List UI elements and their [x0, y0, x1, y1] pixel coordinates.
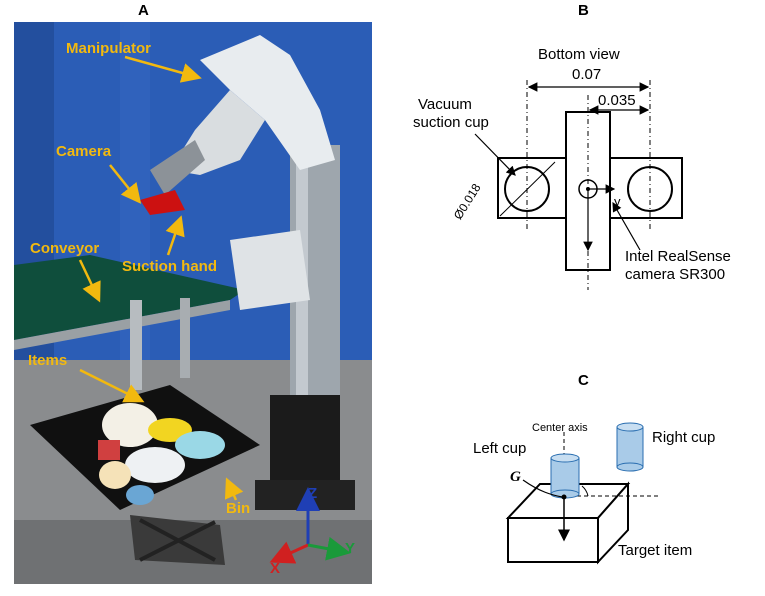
label-bin: Bin — [226, 500, 251, 517]
label-camera: Camera — [56, 143, 112, 160]
target-item-side — [597, 481, 629, 565]
axis-label-x: X — [270, 560, 281, 577]
label-items: Items — [28, 352, 68, 369]
items-arrow — [79, 368, 145, 403]
item — [102, 403, 158, 447]
conveyor-arrow — [78, 259, 101, 303]
vacuum-cup-label-2: suction cup — [413, 114, 489, 131]
camera-label-1: Intel RealSense — [625, 248, 731, 265]
y-axis-arrow — [307, 536, 351, 561]
label-manipulator: Manipulator — [66, 40, 151, 57]
label-conveyor: Conveyor — [30, 240, 100, 257]
diameter-line — [499, 161, 556, 217]
cup-callout-arrow — [474, 133, 516, 176]
suction-hand-arrow — [165, 215, 185, 256]
axis-y-label: y — [614, 194, 621, 209]
x-axis-arrow — [269, 541, 309, 564]
camera-arrow — [109, 164, 142, 204]
bin-arrow — [224, 477, 244, 501]
g-label: G — [510, 469, 521, 485]
axis-label-z: Z — [308, 485, 318, 502]
label-suction-hand: Suction hand — [122, 258, 217, 275]
theta-arc — [581, 485, 589, 497]
panel-letter-b: B — [578, 2, 589, 19]
camera-callout-arrow — [612, 201, 641, 251]
camera-label-2: camera SR300 — [625, 266, 726, 283]
conveyor-belt — [14, 255, 245, 340]
target-item-label: Target item — [618, 542, 693, 559]
left-cup-label: Left cup — [473, 440, 527, 457]
axis-label-y: Y — [345, 540, 356, 557]
left-cup — [550, 453, 580, 499]
bin — [30, 385, 260, 510]
vacuum-cup-label-1: Vacuum — [418, 96, 472, 113]
target-item-front — [507, 517, 599, 563]
manipulator-arrow — [124, 55, 202, 83]
dim-half: 0.035 — [598, 92, 636, 109]
panel-letter-a: A — [138, 2, 149, 19]
g-curve — [522, 479, 563, 498]
panel-letter-c: C — [578, 372, 589, 389]
dim-total: 0.07 — [572, 66, 602, 83]
right-cup — [616, 422, 644, 472]
suction-hand — [140, 190, 185, 215]
bottom-view-title: Bottom view — [538, 46, 620, 63]
right-cup-label: Right cup — [652, 429, 716, 446]
robot-arm — [200, 35, 335, 170]
center-axis-label: Center axis — [532, 422, 588, 434]
